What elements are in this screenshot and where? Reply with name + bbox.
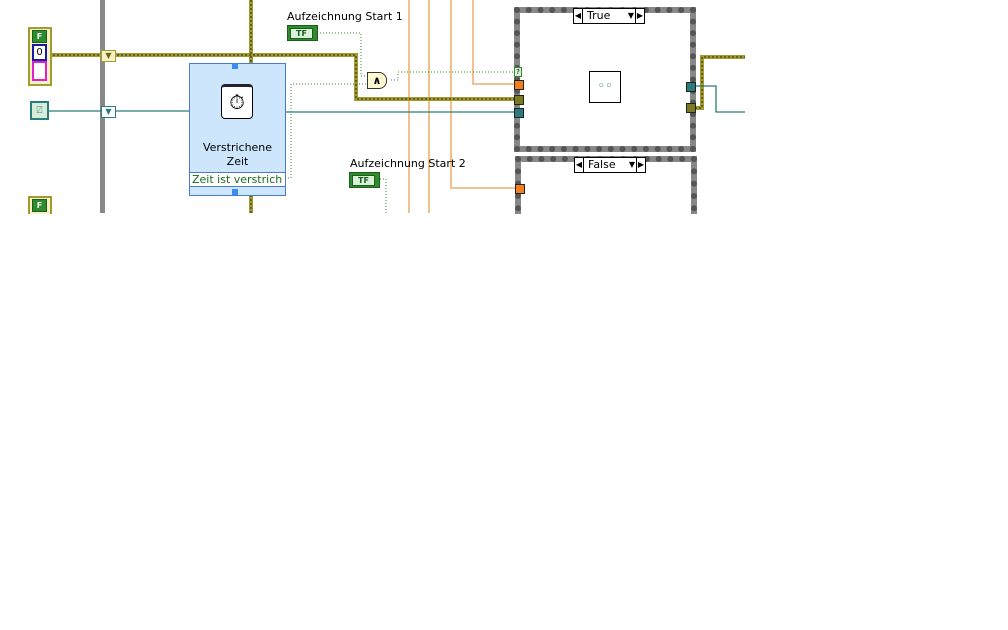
cluster-constant[interactable]: F 0 — [28, 27, 52, 86]
shift-register-tunnel-refnum[interactable]: ▼ — [101, 106, 116, 118]
boolean-wires — [285, 32, 515, 213]
start1-label: Aufzeichnung Start 1 — [287, 10, 403, 23]
refnum-icon[interactable]: ⍁ — [30, 101, 49, 120]
selector-prev-icon[interactable]: ◀ — [574, 9, 583, 23]
case-selector-terminal[interactable]: ? — [514, 67, 522, 77]
shift-register-tunnel-cluster[interactable]: ▼ — [101, 50, 116, 62]
stopwatch-icon: ⏱ — [221, 84, 253, 119]
selector-dropdown-icon[interactable]: ▼ — [628, 160, 636, 169]
tunnel-orange-2[interactable] — [515, 184, 525, 194]
selector-dropdown-icon[interactable]: ▼ — [627, 11, 635, 20]
tunnel-cluster-out[interactable] — [686, 103, 696, 113]
case-selector-false[interactable]: ◀ False ▼ ▶ — [574, 157, 646, 173]
selector-next-icon[interactable]: ▶ — [635, 9, 644, 23]
express-vi-title: Verstrichene Zeit — [202, 141, 273, 168]
express-vi-elapsed-time[interactable]: ⏱ Verstrichene Zeit Zeit ist verstrich — [189, 63, 286, 196]
numeric-constant: 0 — [32, 44, 47, 61]
start2-bool-constant[interactable]: TF — [349, 172, 380, 188]
tunnel-orange[interactable] — [514, 80, 524, 90]
selector-prev-icon[interactable]: ◀ — [575, 158, 584, 172]
case-selector-true[interactable]: ◀ True ▼ ▶ — [573, 8, 645, 24]
output-time-elapsed-label[interactable]: Zeit ist verstrich — [190, 172, 285, 187]
start2-label: Aufzeichnung Start 2 — [350, 157, 466, 170]
and-gate[interactable]: ∧ — [367, 72, 387, 89]
tunnel-cluster-in[interactable] — [514, 95, 524, 105]
string-constant — [32, 61, 47, 81]
boolean-false-constant: F — [32, 30, 47, 43]
tunnel-refnum-in[interactable] — [514, 108, 524, 118]
glasses-subvi-icon[interactable]: ◦◦ — [589, 71, 621, 103]
boolean-false-constant-2: F — [32, 199, 47, 212]
blank-area — [0, 214, 1008, 630]
start1-bool-constant[interactable]: TF — [287, 25, 318, 41]
selector-next-icon[interactable]: ▶ — [636, 158, 645, 172]
tunnel-refnum-out[interactable] — [686, 82, 696, 92]
